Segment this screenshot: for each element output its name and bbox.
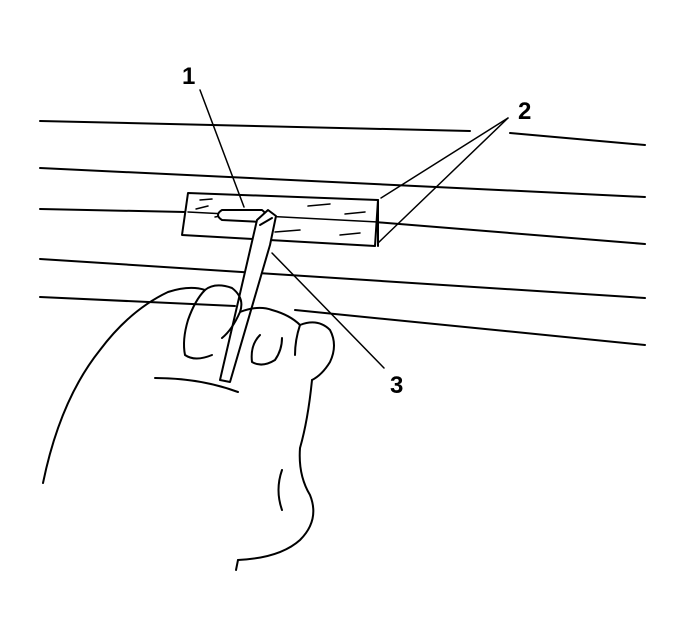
stick-body	[219, 209, 277, 383]
applicator-stick	[219, 209, 277, 383]
callout-2: 2	[518, 98, 531, 125]
callout-leaders	[199, 89, 509, 369]
leader-2a	[380, 117, 509, 199]
callout-3: 3	[390, 372, 403, 399]
glare-mark	[274, 229, 301, 233]
palm-crease	[154, 377, 239, 393]
wrist-edge	[235, 559, 239, 571]
defogger-grid-lines	[39, 120, 646, 346]
leader-3	[271, 252, 385, 369]
tape-body	[181, 192, 379, 247]
grid-line-5b	[294, 309, 646, 346]
leader-2b	[377, 117, 509, 244]
thumb	[250, 334, 283, 366]
glare-mark	[339, 232, 361, 236]
stick-tip-edge	[259, 217, 273, 226]
grid-line-1b	[509, 132, 646, 146]
grid-line-5a	[39, 296, 236, 307]
hand	[42, 284, 335, 571]
wrist-crease	[277, 469, 283, 511]
grid-line-4	[39, 258, 646, 299]
knuckles	[239, 306, 335, 381]
index-finger	[183, 289, 213, 360]
grid-line-3a	[39, 208, 186, 213]
callout-1: 1	[182, 63, 195, 90]
glare-mark	[195, 205, 209, 210]
grid-line-3b	[374, 221, 646, 245]
hand-outline-front	[237, 379, 315, 561]
glare-mark	[307, 203, 331, 207]
finger-crease	[294, 324, 301, 356]
repair-tape	[181, 192, 379, 247]
glare-mark	[199, 198, 213, 201]
grid-line-2	[39, 167, 646, 198]
leader-1	[199, 89, 245, 208]
grid-line-1	[39, 120, 471, 132]
glare-mark	[344, 211, 366, 215]
